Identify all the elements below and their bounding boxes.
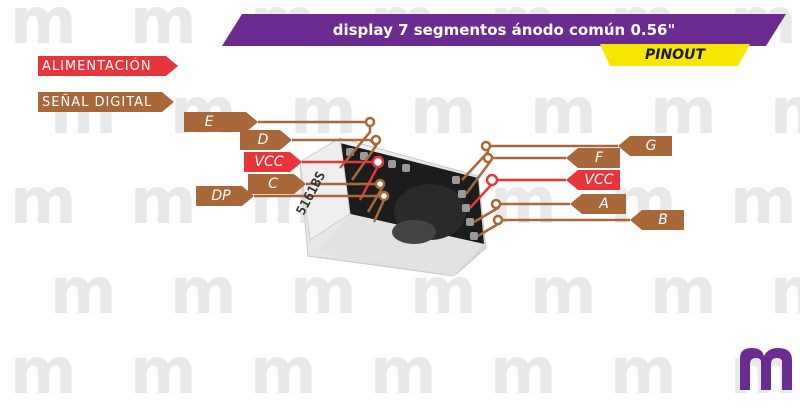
watermark-glyph: m xyxy=(490,335,557,409)
watermark-glyph: m xyxy=(650,255,717,329)
pin-tag-f xyxy=(566,148,620,168)
watermark-glyph: m xyxy=(290,255,357,329)
pin-tag-c xyxy=(248,174,306,194)
wire-terminals-left xyxy=(364,116,390,202)
title-banner xyxy=(222,14,786,46)
watermark-glyph: m xyxy=(130,165,197,239)
pinout-badge-label: PINOUT xyxy=(644,47,705,63)
watermark-glyph: m xyxy=(370,335,437,409)
watermark-glyph: m xyxy=(10,0,77,59)
watermark-glyph: m xyxy=(610,335,677,409)
pin-tag-g xyxy=(618,136,672,156)
pin-tag-vcc-right xyxy=(566,170,620,190)
pin-tag-dp xyxy=(196,186,254,206)
watermark-glyph: m xyxy=(250,335,317,409)
pin-tag-a xyxy=(570,194,626,214)
watermark-glyph: m xyxy=(770,80,800,144)
watermark-glyph: m xyxy=(530,75,597,149)
watermark-glyph: m xyxy=(170,255,237,329)
pin-label-b: B xyxy=(658,212,668,228)
watermark-glyph: m xyxy=(130,335,197,409)
pin-label-c: C xyxy=(268,176,278,192)
brand-logo-icon xyxy=(740,348,792,390)
watermark-glyph: m xyxy=(730,165,797,239)
pinout-canvas: mmmmmmmmmmmmmmmmmmmmmmmmmmmmmmmmmmm disp… xyxy=(10,0,800,404)
pin-label-g: G xyxy=(645,138,657,154)
watermark-glyph: m xyxy=(50,75,117,149)
watermark-glyph: m xyxy=(410,75,477,149)
watermark-glyph: m xyxy=(10,165,77,239)
watermark-glyph: m xyxy=(10,335,77,409)
pin-label-dp: DP xyxy=(211,188,231,204)
legend-power-label: ALIMENTACIÓN xyxy=(42,58,152,74)
legend-power-swatch xyxy=(38,56,178,76)
watermark-glyph: m xyxy=(290,75,357,149)
pin-label-vcc-left: VCC xyxy=(254,154,284,170)
watermark-glyph: m xyxy=(770,260,800,324)
display-diagram xyxy=(184,112,792,390)
pin-label-vcc-right: VCC xyxy=(584,172,614,188)
pin-tag-d xyxy=(240,130,292,150)
pin-label-f: F xyxy=(594,150,604,166)
legend-signal-swatch xyxy=(38,92,174,112)
watermark-glyph: m xyxy=(50,255,117,329)
wire-terminals-right xyxy=(480,140,504,226)
page-title: display 7 segmentos ánodo común 0.56" xyxy=(332,21,676,39)
pin-label-a: A xyxy=(599,196,609,212)
pin-label-e: E xyxy=(204,114,214,130)
pin-tag-b xyxy=(630,210,684,230)
pin-label-d: D xyxy=(257,132,269,148)
watermark-glyph: m xyxy=(650,75,717,149)
pin-row-right xyxy=(452,176,478,240)
legend-signal-label: SEÑAL DIGITAL xyxy=(42,94,153,110)
pin-tag-vcc-left xyxy=(244,152,302,172)
watermark-glyph: m xyxy=(530,255,597,329)
pin-tag-e xyxy=(184,112,258,132)
watermark-glyph: m xyxy=(130,0,197,59)
seven-segment-display xyxy=(299,137,487,277)
pinout-badge xyxy=(600,44,750,66)
